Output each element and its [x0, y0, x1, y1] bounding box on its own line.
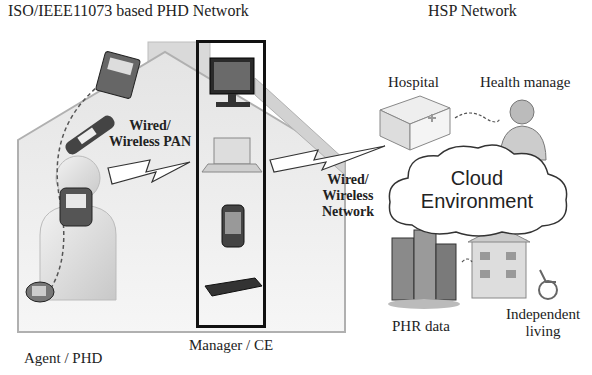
manager-box: Manager / CE	[196, 40, 266, 328]
text-label: PHR data	[392, 318, 450, 335]
cloud-shape: Cloud Environment	[382, 140, 572, 240]
lightning-network	[270, 146, 385, 172]
link-squiggle	[455, 113, 500, 122]
text-label: Wired/ Wireless Network	[312, 172, 384, 220]
text-label: Agent / PHD	[24, 350, 102, 367]
person-figure	[40, 156, 116, 300]
manager-devices	[202, 58, 262, 296]
text-label: HSP Network	[428, 2, 517, 20]
text-label: Hospital	[388, 74, 439, 91]
text-label: Health manage	[480, 74, 570, 91]
living-building	[468, 226, 557, 299]
text-label: ISO/IEEE11073 based PHD Network	[8, 2, 249, 20]
manager-heading: Manager / CE	[189, 337, 273, 354]
lightning-pan	[108, 160, 190, 184]
agent-arc	[42, 72, 118, 300]
hospital-icon	[380, 96, 450, 150]
link-squiggle	[462, 259, 472, 262]
phr-servers	[388, 230, 460, 309]
text-label: Wired/ Wireless PAN	[104, 118, 196, 150]
cloud-text: Cloud Environment	[402, 167, 552, 213]
house-outline	[18, 42, 345, 332]
text-label: Independent living	[498, 306, 588, 341]
